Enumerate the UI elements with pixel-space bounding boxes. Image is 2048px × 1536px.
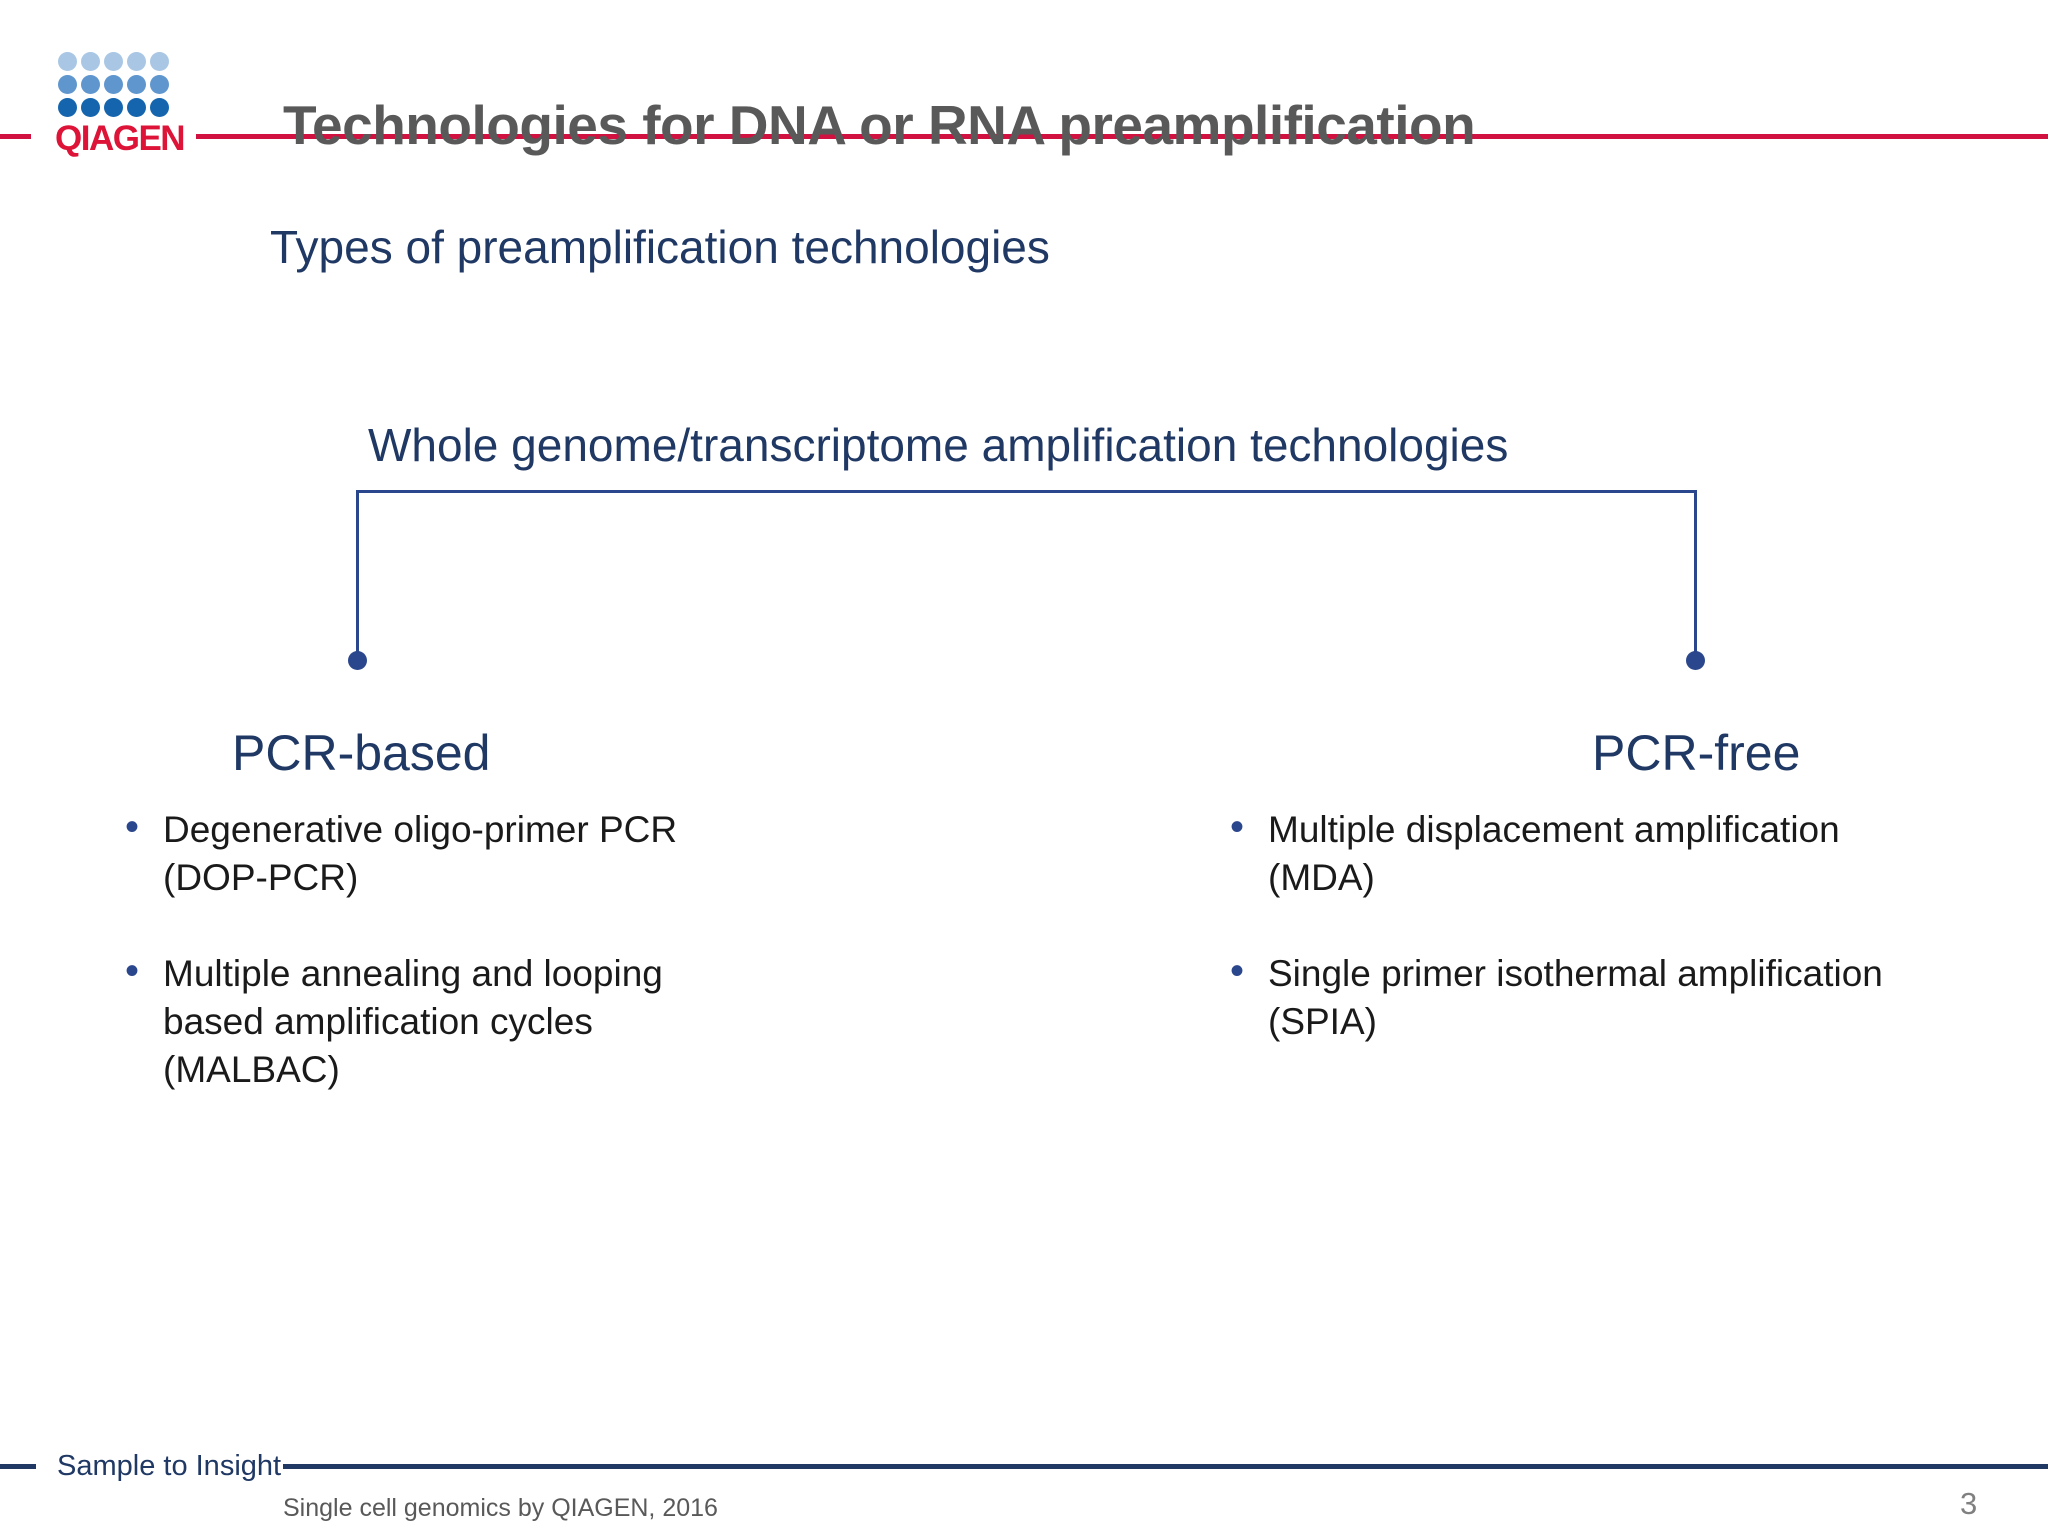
- bracket-endpoint-dot-right: [1686, 651, 1705, 670]
- bracket-horizontal-line: [356, 490, 1697, 493]
- slide-title: Technologies for DNA or RNA preamplifica…: [283, 93, 1476, 156]
- qiagen-wordmark: QIAGEN: [55, 119, 186, 158]
- diagram-root-label: Whole genome/transcriptome amplification…: [368, 419, 1509, 471]
- header-rule-left-dash: [0, 134, 31, 139]
- bullet-dop-pcr: Degenerative oligo-primer PCR (DOP-PCR): [125, 803, 677, 902]
- branch-heading-pcr-free: PCR-free: [1592, 725, 1801, 781]
- bullet-spia: Single primer isothermal amplification (…: [1230, 947, 1883, 1046]
- qiagen-logo: QIAGEN: [55, 52, 186, 159]
- bracket-vertical-line-left: [356, 490, 359, 653]
- footer-tagline: Sample to Insight: [57, 1450, 282, 1482]
- bullet-malbac: Multiple annealing and looping based amp…: [125, 947, 663, 1094]
- qiagen-dots-icon: [58, 52, 169, 117]
- page-number: 3: [1960, 1486, 1978, 1521]
- bracket-endpoint-dot-left: [348, 651, 367, 670]
- header-rule: [196, 134, 2048, 139]
- footer-credit: Single cell genomics by QIAGEN, 2016: [283, 1494, 718, 1522]
- slide-subtitle: Types of preamplification technologies: [270, 221, 1050, 273]
- footer-rule: [283, 1464, 2048, 1469]
- footer-rule-left-dash: [0, 1464, 36, 1469]
- bracket-vertical-line-right: [1694, 490, 1697, 653]
- branch-heading-pcr-based: PCR-based: [232, 725, 491, 781]
- bullet-mda: Multiple displacement amplification (MDA…: [1230, 803, 1840, 902]
